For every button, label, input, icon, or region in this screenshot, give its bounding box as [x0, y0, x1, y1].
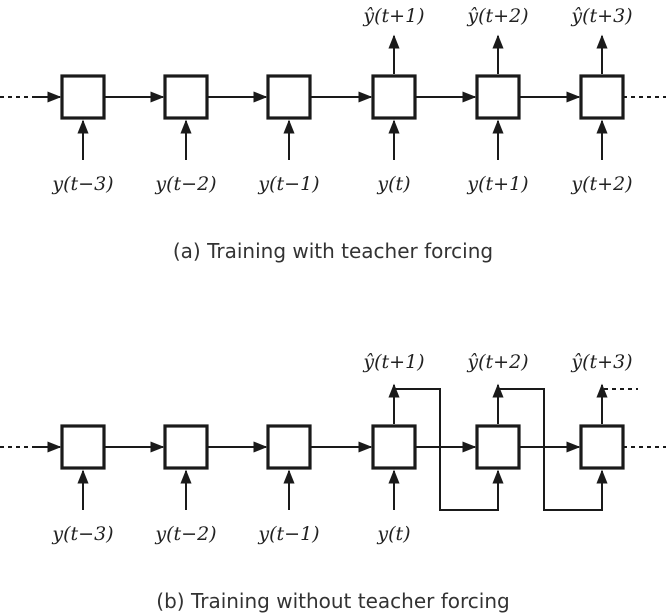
hidden-state-box: [371, 74, 417, 120]
hidden-state-box: [475, 74, 521, 120]
feedback-loop-arrow: [394, 388, 504, 511]
caption-a: (a) Training with teacher forcing: [173, 239, 493, 263]
caption-b: (b) Training without teacher forcing: [156, 589, 509, 613]
input-label: y(t−3): [51, 523, 113, 545]
output-label: ŷ(t+3): [570, 5, 632, 27]
input-label: y(t−2): [154, 173, 216, 195]
feedback-loop-arrow: [498, 388, 608, 511]
input-label: y(t+2): [570, 173, 632, 195]
input-label: y(t−1): [257, 173, 319, 195]
input-label: y(t+1): [466, 173, 528, 195]
hidden-state-box: [579, 424, 625, 470]
diagram-b: y(t−3) y(t−2) y(t−1) y(t) ŷ(t+1) ŷ(t+2) …: [0, 351, 666, 613]
hidden-state-box: [266, 74, 312, 120]
hidden-state-box: [60, 74, 106, 120]
hidden-state-box: [266, 424, 312, 470]
output-label: ŷ(t+2): [466, 5, 528, 27]
hidden-state-box: [60, 424, 106, 470]
hidden-state-box: [163, 424, 209, 470]
output-label: ŷ(t+3): [570, 351, 632, 373]
output-label: ŷ(t+1): [362, 351, 424, 373]
input-label: y(t−1): [257, 523, 319, 545]
input-label: y(t): [376, 523, 410, 545]
input-label: y(t−2): [154, 523, 216, 545]
input-label: y(t−3): [51, 173, 113, 195]
diagram-a: y(t−3) y(t−2) y(t−1) y(t) y(t+1) y(t+2) …: [0, 5, 666, 263]
hidden-state-box: [163, 74, 209, 120]
output-label: ŷ(t+2): [466, 351, 528, 373]
hidden-state-box: [579, 74, 625, 120]
hidden-state-box: [371, 424, 417, 470]
input-label: y(t): [376, 173, 410, 195]
hidden-state-box: [475, 424, 521, 470]
output-label: ŷ(t+1): [362, 5, 424, 27]
